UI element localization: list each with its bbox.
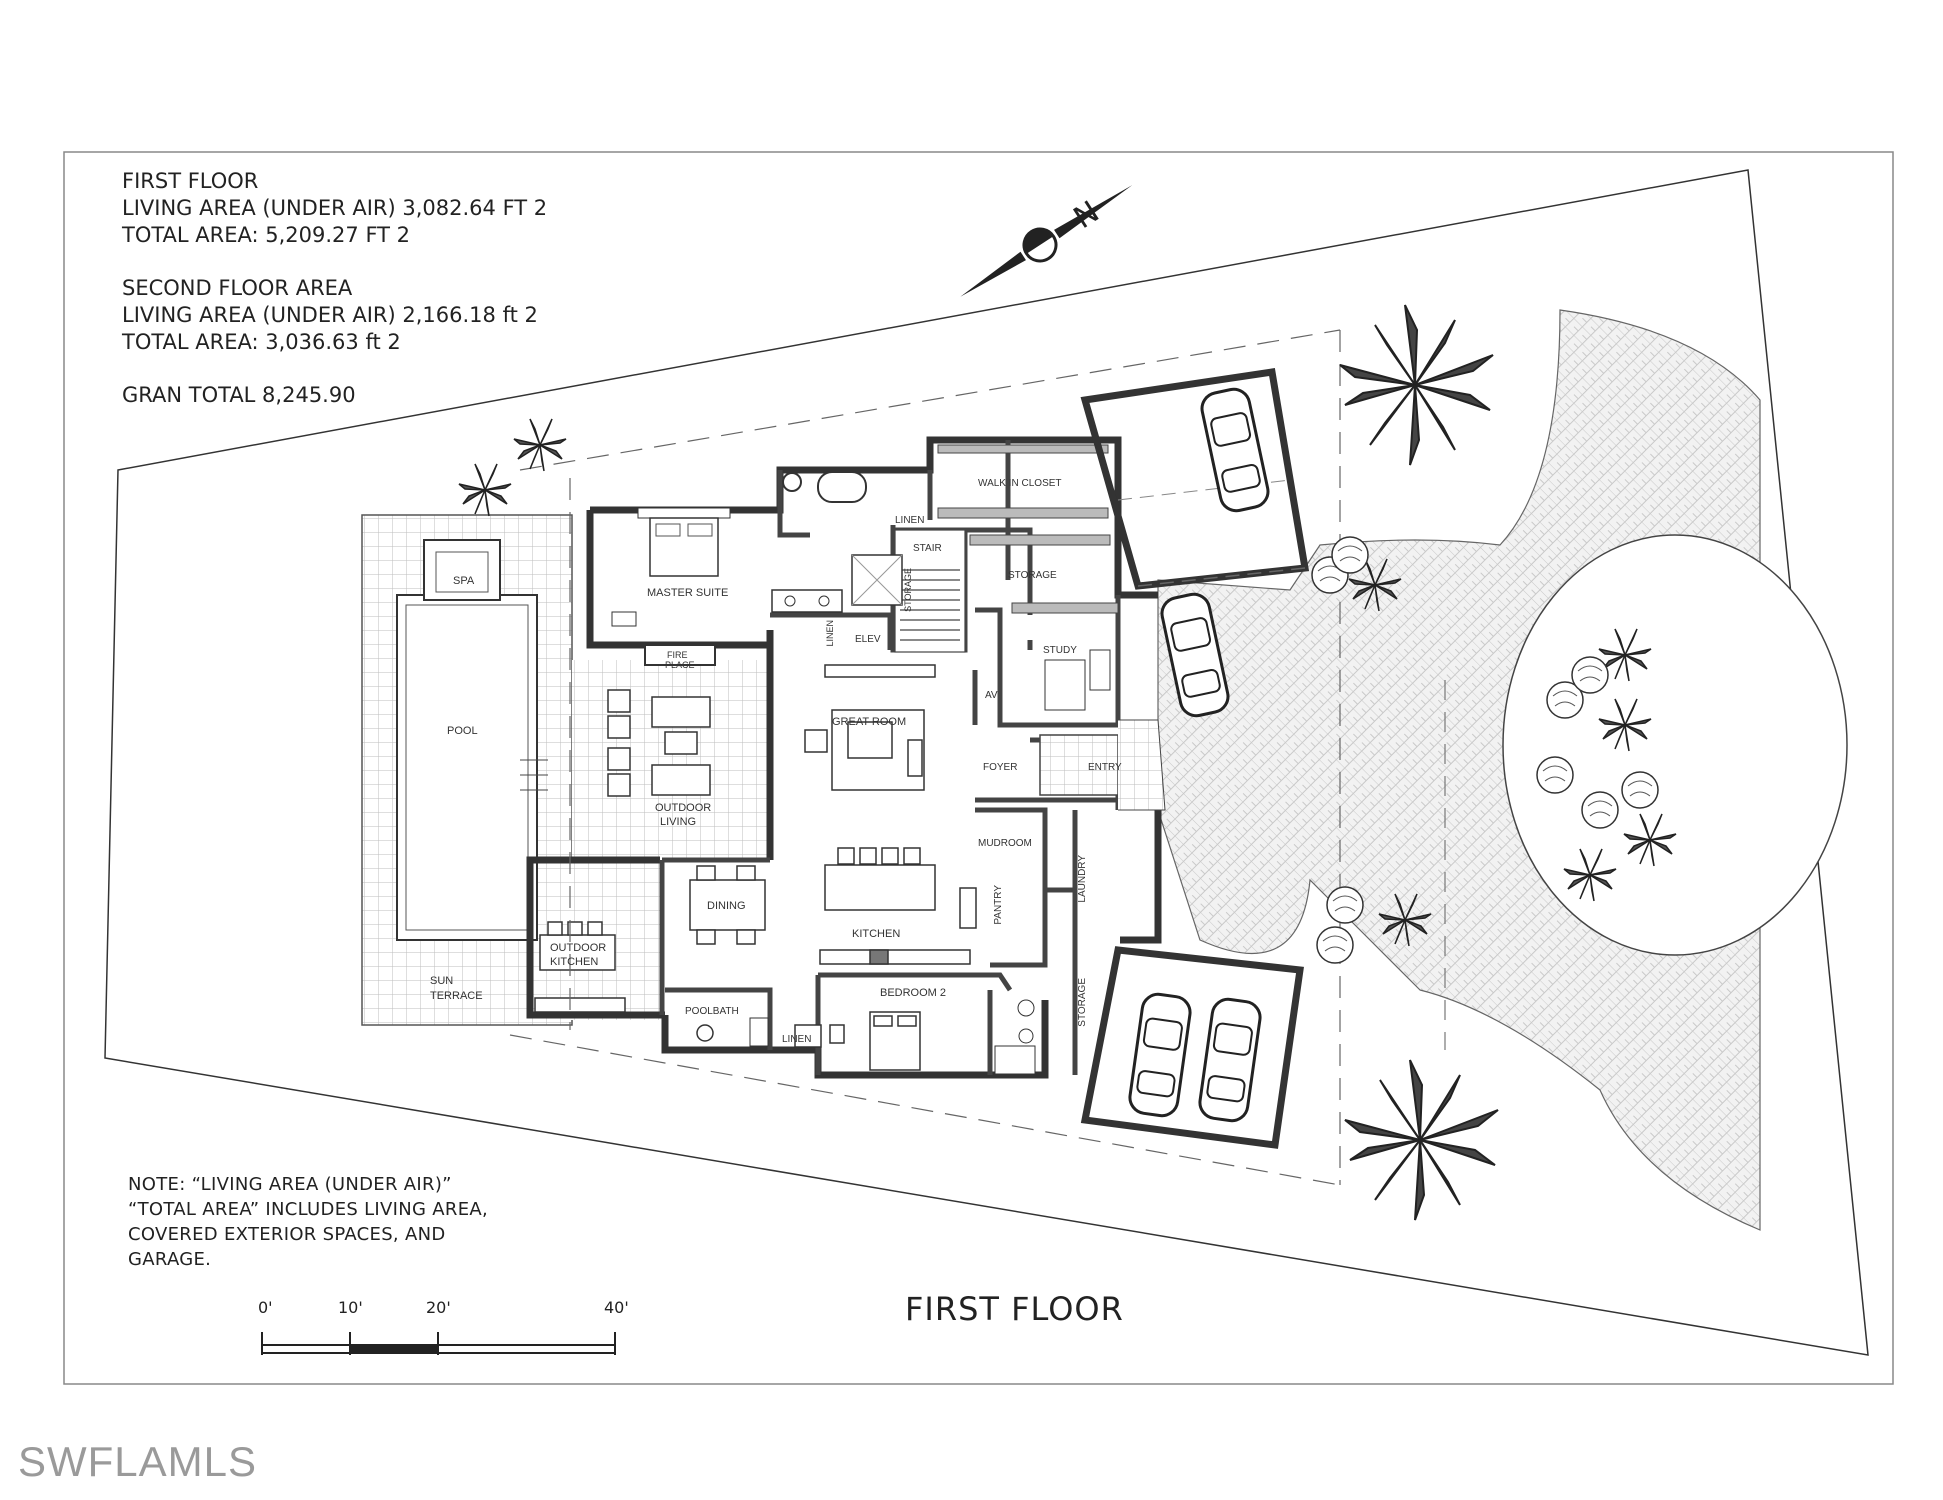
second-floor-living-area: LIVING AREA (UNDER AIR) 2,166.18 ft 2 (122, 303, 538, 327)
room-label-study: STUDY (1043, 645, 1077, 656)
room-label-linen: LINEN (895, 515, 925, 526)
note-line: NOTE: “LIVING AREA (UNDER AIR)” (128, 1174, 452, 1195)
area-summary: FIRST FLOOR LIVING AREA (UNDER AIR) 3,08… (122, 168, 547, 409)
room-label-outdoor-living: OUTDOOR (655, 802, 712, 814)
plan-title: FIRST FLOOR (905, 1290, 1124, 1328)
room-label-pool: POOL (447, 725, 478, 737)
room-label-kitchen: KITCHEN (852, 928, 901, 940)
room-label-fireplace: FIRE (667, 650, 688, 660)
room-label-foyer: FOYER (983, 762, 1018, 773)
room-label-outdoor-living: LIVING (660, 816, 697, 828)
room-label-storage: STORAGE (1008, 570, 1057, 581)
room-label-sun-terrace: SUN (430, 975, 454, 987)
scale-label: 10' (338, 1298, 363, 1317)
scale-label: 20' (426, 1298, 451, 1317)
north-label: N (1068, 195, 1106, 237)
second-floor-heading: SECOND FLOOR AREA (122, 276, 353, 300)
room-label-fireplace: PLACE (665, 660, 695, 670)
note-line: “TOTAL AREA” INCLUDES LIVING AREA, (128, 1199, 489, 1220)
room-label-mudroom: MUDROOM (978, 838, 1032, 849)
north-arrow-icon: N (960, 185, 1133, 297)
room-label-pantry: PANTRY (993, 885, 1004, 925)
note-line: COVERED EXTERIOR SPACES, AND (128, 1224, 446, 1245)
room-label-entry: ENTRY (1088, 762, 1122, 773)
area-note: NOTE: “LIVING AREA (UNDER AIR)” “TOTAL A… (128, 1172, 488, 1272)
scale-bar (261, 1332, 616, 1355)
first-floor-living-area: LIVING AREA (UNDER AIR) 3,082.64 FT 2 (122, 196, 548, 220)
room-label-dining: DINING (707, 900, 746, 912)
room-label-outdoor-kitchen: KITCHEN (550, 956, 599, 968)
room-label-spa: SPA (453, 575, 475, 587)
room-label-linen: LINEN (825, 620, 835, 647)
room-label-storage: STORAGE (903, 568, 913, 612)
first-floor-heading: FIRST FLOOR (122, 169, 259, 193)
scale-label: 0' (258, 1298, 273, 1317)
room-label-pool-bath: POOLBATH (685, 1006, 739, 1017)
room-label-elevator: ELEV (855, 634, 881, 645)
room-label-sun-terrace: TERRACE (430, 990, 483, 1002)
scale-label: 40' (604, 1298, 629, 1317)
first-floor-total-area: TOTAL AREA: 5,209.27 FT 2 (122, 223, 411, 247)
room-label-walk-in-closet: WALK IN CLOSET (978, 478, 1062, 489)
room-label-storage: STORAGE (1077, 978, 1088, 1027)
note-line: GARAGE. (128, 1249, 212, 1270)
room-label-great-room: GREAT ROOM (832, 716, 907, 728)
mls-watermark: SWFLAMLS (18, 1438, 258, 1485)
room-label-bedroom-2: BEDROOM 2 (880, 987, 947, 999)
second-floor-total-area: TOTAL AREA: 3,036.63 ft 2 (122, 330, 401, 354)
room-label-outdoor-kitchen: OUTDOOR (550, 942, 607, 954)
room-label-linen: LINEN (782, 1034, 812, 1045)
room-label-master-suite: MASTER SUITE (647, 587, 729, 599)
grand-total: GRAN TOTAL 8,245.90 (122, 383, 356, 407)
room-label-av: AV (985, 690, 998, 701)
room-label-stair: STAIR (913, 543, 942, 554)
room-label-laundry: LAUNDRY (1077, 855, 1088, 903)
